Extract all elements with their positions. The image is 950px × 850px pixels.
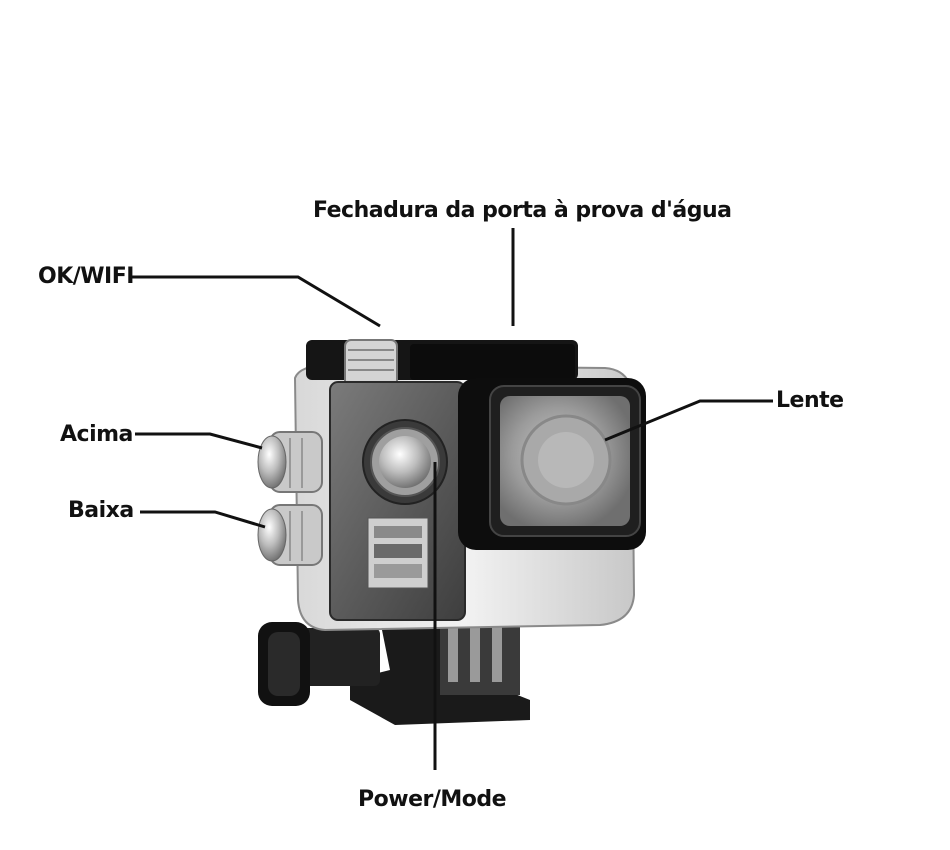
label-up: Acima [60,422,133,447]
ok-wifi-callout-line [130,277,380,326]
lens-block [458,378,646,550]
label-power: Power/Mode [358,787,506,812]
label-lock: Fechadura da porta à prova d'água [313,198,732,223]
up-callout-line [135,434,262,448]
label-lens: Lente [776,388,844,413]
down-callout-line [140,512,265,527]
label-down: Baixa [68,498,134,523]
camera-sticker [368,518,428,588]
tripod-mount [258,615,530,725]
ok-wifi-knob [345,340,397,388]
label-ok-wifi: OK/WIFI [38,264,134,289]
